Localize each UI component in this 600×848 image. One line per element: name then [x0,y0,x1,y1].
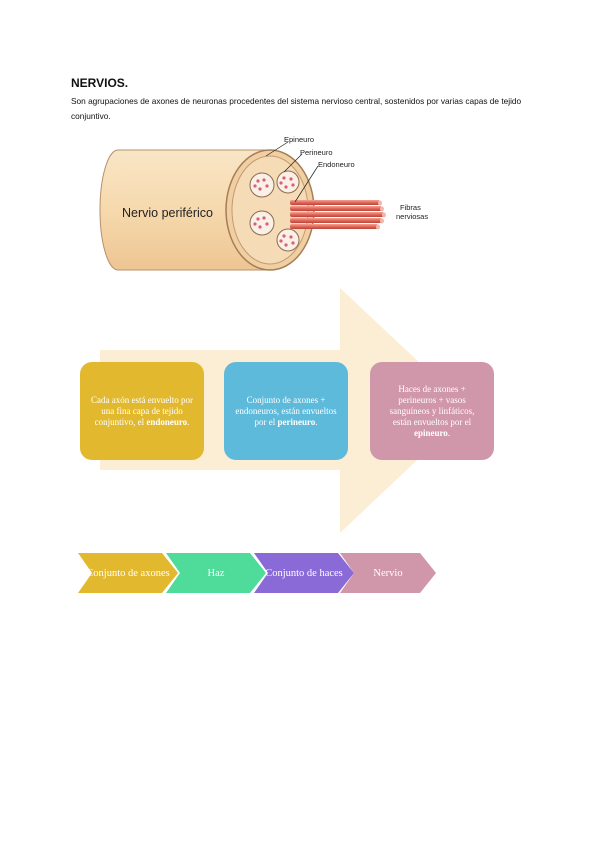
card-epineuro-text: Haces de axones + perineuros + vasos san… [389,383,475,427]
fascicle-group [249,170,300,252]
step-shape-2 [166,553,266,593]
label-perineuro: Perineuro [300,148,333,157]
card-endoneuro-text: Cada axón está envuelto por una fina cap… [91,394,193,427]
card-endoneuro: Cada axón está envuelto por una fina cap… [80,362,204,460]
label-fibras-1: Fibras [400,203,421,212]
card-perineuro: Conjunto de axones + endoneuros, están e… [224,362,348,460]
page-title: NERVIOS. [71,76,129,90]
nerve-cylinder-body [99,149,271,271]
card-epineuro-bold: epineuro [413,427,448,438]
step-shape-1 [78,553,178,593]
card-epineuro-tail: . [447,427,451,438]
label-epineuro: Epineuro [284,135,314,144]
step-label-4: Nervio [373,567,403,579]
nerve-illustration: Nervio periférico Epineuro Perineuro End… [99,135,428,271]
step-shape-3 [254,553,354,593]
card-perineuro-text: Conjunto de axones + endoneuros, están e… [235,394,337,427]
card-endoneuro-tail: . [187,416,190,427]
main-label: Nervio periférico [122,206,213,220]
step-label-2: Haz [207,567,225,579]
intro-paragraph: Son agrupaciones de axones de neuronas p… [71,96,522,121]
card-epineuro: Haces de axones + perineuros + vasos san… [370,362,494,460]
step-label-1: Conjunto de axones [86,567,170,579]
step-shape-4 [340,553,436,593]
nerve-fibers [290,200,386,230]
step-label-3: Conjunto de haces [265,567,343,579]
card-endoneuro-bold: endoneuro [146,416,188,427]
label-endoneuro: Endoneuro [318,160,355,169]
card-perineuro-bold: perineuro [277,416,316,427]
step-chevrons: Conjunto de axones Haz Conjunto de haces… [78,553,438,593]
label-fibras-2: nerviosas [396,212,428,221]
card-perineuro-tail: . [315,416,318,427]
